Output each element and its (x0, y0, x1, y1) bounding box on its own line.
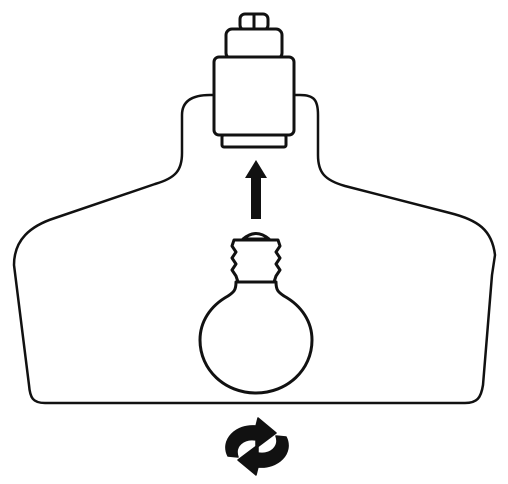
rotate-screw-in-icon (226, 418, 288, 475)
bulb-socket-icon (214, 14, 294, 147)
